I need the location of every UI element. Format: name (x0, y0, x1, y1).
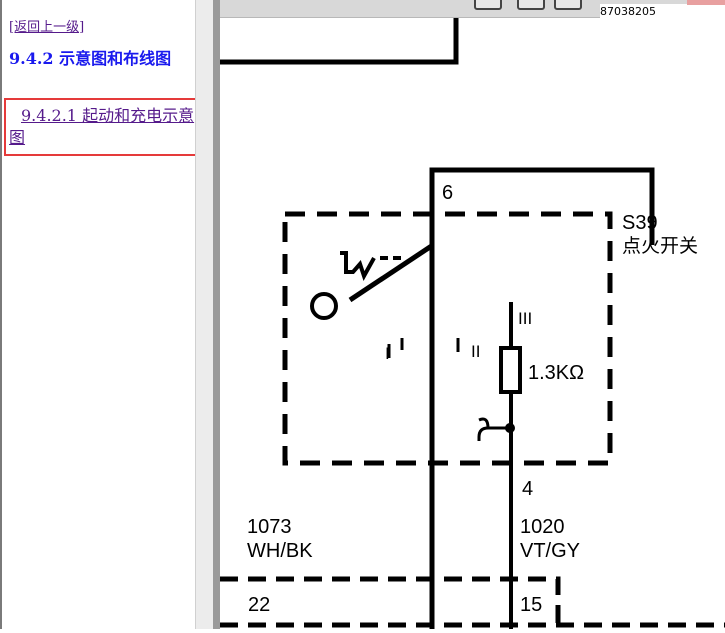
nav-scrollbar[interactable] (195, 0, 214, 629)
connector-dashed-box (220, 576, 725, 629)
upper-box-outline (220, 0, 459, 65)
toolbar-button-1[interactable] (474, 0, 502, 10)
wire-1073-line (429, 167, 655, 629)
wire-1073-color: WH/BK (247, 540, 313, 562)
switch-pivot (310, 292, 338, 320)
key-symbol (340, 251, 376, 281)
ignition-switch-dashed-box (282, 211, 613, 466)
position-i-label: I (385, 344, 390, 363)
component-id-label: S39 (622, 212, 658, 234)
pin-6-label: 6 (442, 182, 453, 204)
pane-divider[interactable] (213, 0, 220, 629)
current-item-link[interactable]: 9.4.2.1 起动和充电示意图 (9, 106, 195, 147)
connector-pin-15: 15 (520, 594, 542, 616)
wire-1020-number: 1020 (520, 516, 565, 538)
toolbar-button-2[interactable] (517, 0, 545, 10)
toolbar-button-3[interactable] (554, 0, 582, 10)
wire-1020-color: VT/GY (520, 540, 580, 562)
switch-lever (348, 242, 435, 303)
section-title[interactable]: 9.4.2 示意图和布线图 (9, 49, 172, 68)
position-ii-label: II (471, 342, 480, 361)
component-name-label: 点火开关 (622, 235, 698, 257)
junction-dot (505, 423, 515, 433)
resistor (499, 346, 522, 394)
viewer-toolbar (220, 0, 725, 18)
connector-pin-22: 22 (248, 594, 270, 616)
wiring-diagram: 6 S39 点火开关 I II III 1.3KΩ 4 1073 WH/BK 1… (220, 0, 725, 629)
position-iii-label: III (518, 309, 532, 328)
close-button[interactable] (687, 0, 725, 5)
navigation-pane: [返回上一级] 9.4.2 示意图和布线图 9.4.2.1 起动和充电示意图 (0, 0, 197, 629)
back-link[interactable]: [返回上一级] (9, 20, 85, 35)
bent-contact (477, 426, 506, 441)
document-id: 87038205 (600, 4, 725, 19)
resistor-value-label: 1.3KΩ (528, 362, 584, 384)
pin-4-label: 4 (522, 478, 533, 500)
current-item-highlight (4, 98, 197, 156)
bent-contact-tip (478, 417, 490, 429)
wire-1073-number: 1073 (247, 516, 292, 538)
